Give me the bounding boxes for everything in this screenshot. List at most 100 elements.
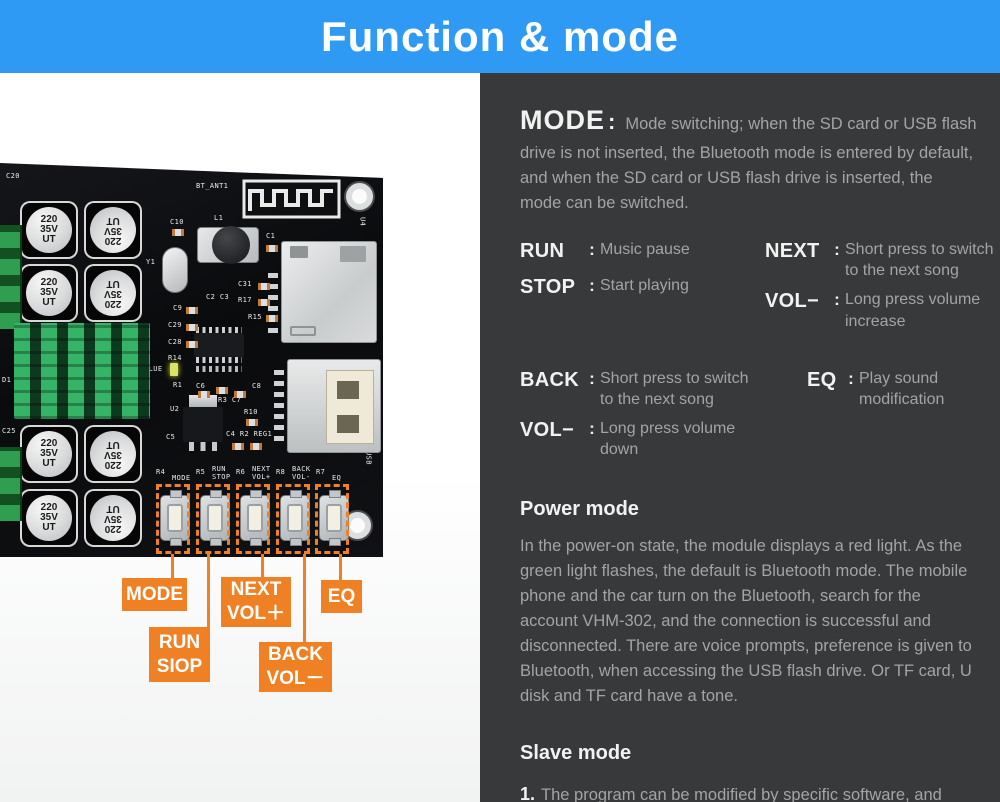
info-panel: MODE:Mode switching; when the SD card or…: [480, 73, 1000, 802]
fn-row-volup: VOL−:Long press volume increase: [765, 286, 998, 331]
mode-text: Mode switching; when the SD card or USB …: [520, 115, 977, 213]
fn-desc: Long press volume increase: [845, 291, 981, 330]
silkscreen-ref: BLUE: [144, 365, 163, 373]
terminal-block: [0, 447, 22, 521]
smd-component: [258, 299, 270, 306]
callout-run-siop: RUN SIOP: [149, 627, 210, 682]
ic-chip: [194, 327, 244, 363]
silkscreen-ref: C1: [266, 232, 276, 240]
smd-component: [186, 324, 198, 331]
key-functions: RUN:Music pause STOP:Start playing NEXT:…: [520, 236, 994, 465]
callout-line: [339, 554, 342, 580]
tact-button-back-voldown[interactable]: [280, 490, 310, 546]
button-highlight-box: [196, 484, 230, 554]
bluetooth-antenna: [242, 179, 341, 224]
silkscreen-ref: C28: [168, 338, 182, 346]
colon: :: [834, 240, 840, 260]
sd-slot-spring: [290, 326, 316, 336]
capacitor: 220 35V UT: [20, 489, 78, 547]
smd-component: [266, 245, 278, 252]
regulator-transistor: [183, 395, 223, 451]
silkscreen-ref: R10: [244, 408, 258, 416]
sd-card-slot: [281, 241, 377, 343]
silkscreen-ref: Y1: [146, 258, 156, 266]
button-plunger: [247, 504, 263, 532]
fn-desc: Start playing: [600, 276, 689, 294]
fn-back-voldown: BACK:Short press to switch to the next s…: [520, 365, 765, 465]
smd-component: [258, 283, 270, 290]
header-banner: Function & mode: [0, 0, 1000, 73]
pcb-board: C20 C27 C32 D1 C25 C22 C10 Y1 L1 C1 U4 C…: [0, 163, 383, 557]
fn-key: VOL−: [520, 418, 574, 441]
silkscreen-ref: R17: [238, 296, 252, 304]
colon: :: [834, 290, 840, 310]
silkscreen-ref: R5: [196, 468, 206, 476]
terminal-block: [0, 225, 22, 329]
smd-component: [246, 419, 258, 426]
antenna-trace: [242, 179, 341, 219]
silkscreen-ref: C6: [196, 382, 206, 390]
silkscreen-ref: U4: [358, 217, 367, 227]
smd-component: [266, 315, 278, 322]
transistor-body: [183, 407, 223, 442]
fn-key: VOL−: [765, 290, 819, 313]
usb-pins: [274, 369, 284, 441]
colon: :: [589, 418, 595, 438]
silkscreen-ref: R15: [248, 313, 262, 321]
fn-desc: Short press to switch to the next song: [845, 241, 994, 280]
button-silk-label: BACK VOL-: [292, 465, 311, 481]
sd-pins: [268, 269, 278, 333]
callout-line: [303, 554, 306, 642]
inductor-l1: [197, 226, 259, 264]
button-silk-label: RUN STOP: [212, 465, 231, 481]
fn-desc: Short press to switch to the next song: [600, 369, 749, 408]
heatsink: [14, 323, 150, 419]
colon: :: [848, 368, 854, 388]
button-plunger: [167, 504, 183, 532]
fn-row-back: BACK:Short press to switch to the next s…: [520, 365, 765, 410]
blue-led: [170, 363, 178, 376]
fn-run-stop: RUN:Music pause STOP:Start playing: [520, 236, 765, 336]
button-highlight-box: [156, 484, 190, 554]
smd-component: [172, 229, 184, 236]
colon: :: [608, 109, 616, 134]
fn-desc: Long press volume down: [600, 419, 736, 459]
silkscreen-ref: C20: [6, 172, 20, 180]
usb-contact: [337, 381, 359, 399]
fn-key: EQ: [807, 368, 837, 391]
antenna-label: BT_ANT1: [196, 182, 229, 190]
silkscreen-ref: R4: [156, 468, 166, 476]
tact-button-mode[interactable]: [160, 490, 190, 546]
sd-slot-tab: [290, 246, 308, 258]
silkscreen-ref: C25: [2, 427, 16, 435]
silkscreen-ref: L1: [214, 214, 224, 222]
tact-button-run-stop[interactable]: [200, 490, 230, 546]
capacitor: 220 35V UT: [20, 264, 78, 322]
silkscreen-ref: R6: [236, 468, 246, 476]
page-title: Function & mode: [321, 12, 679, 60]
fn-row-stop: STOP:Start playing: [520, 272, 765, 302]
button-highlight-box: [276, 484, 310, 554]
smd-component: [198, 391, 210, 398]
usb-port: [287, 359, 381, 453]
fn-row-eq: EQ:Play sound modification: [807, 365, 998, 410]
fn-row-next: NEXT:Short press to switch to the next s…: [765, 236, 998, 281]
fn-key: STOP: [520, 275, 576, 298]
callout-mode: MODE: [122, 578, 187, 611]
silkscreen-ref: D1: [2, 376, 12, 384]
button-highlight-box: [315, 484, 349, 554]
button-silk-label: NEXT VOL+: [252, 465, 271, 481]
capacitor: 220 35V UT: [20, 425, 78, 483]
tact-button-eq[interactable]: [319, 490, 349, 546]
callout-line: [261, 554, 264, 577]
transistor-tab: [189, 395, 217, 408]
tact-button-next-volup[interactable]: [240, 490, 270, 546]
silkscreen-ref: C10: [170, 218, 184, 226]
fn-row-run: RUN:Music pause: [520, 236, 765, 266]
silkscreen-ref: C4 R2 REG1: [226, 430, 273, 438]
usb-tongue: [326, 370, 374, 444]
silkscreen-ref: R1: [173, 381, 183, 389]
fn-key: BACK: [520, 368, 579, 391]
capacitor: 220 35V UT: [20, 201, 78, 259]
